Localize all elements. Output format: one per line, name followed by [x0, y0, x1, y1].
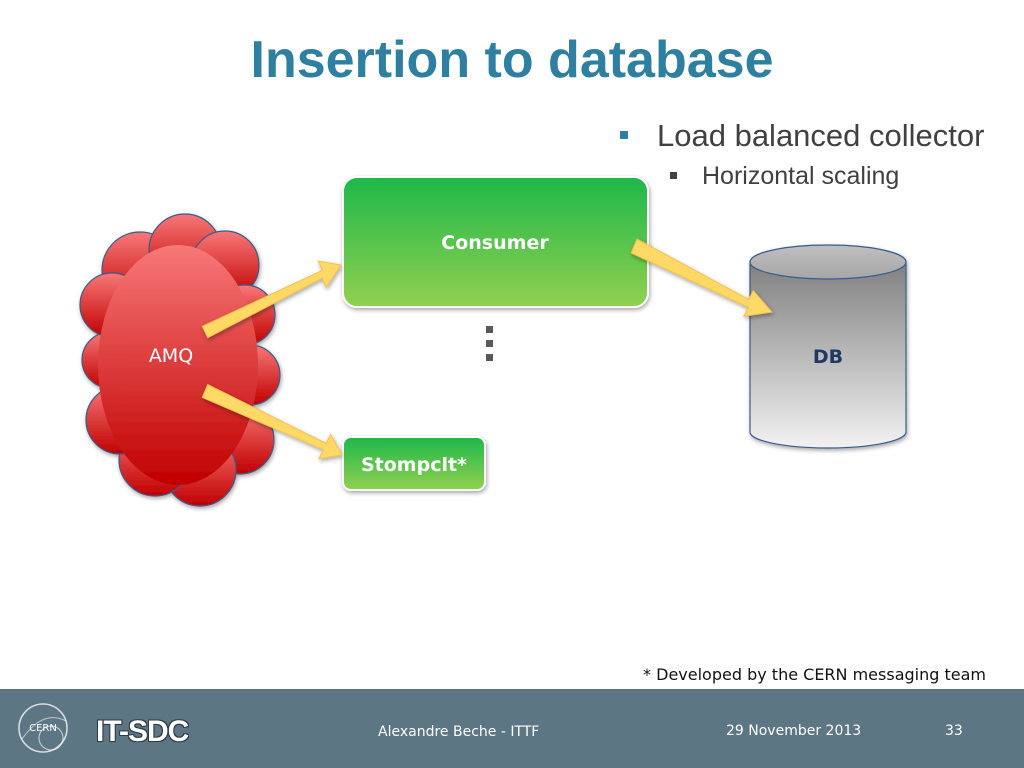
arrow-consumer-to-db [630, 238, 773, 317]
slide-footer: CERN IT-SDC Alexandre Beche - ITTF 29 No… [0, 689, 1024, 768]
consumer-label: Consumer [441, 232, 549, 254]
db-label: DB [813, 346, 843, 368]
stompclt-box [342, 436, 486, 491]
page-number: 33 [945, 723, 963, 739]
bullet-level1: Load balanced collector [620, 118, 984, 154]
cern-logo-icon: CERN [18, 703, 68, 753]
architecture-diagram: AMQ Consumer Stompclt* DB [79, 176, 907, 507]
bullet-level2: Horizontal scaling [670, 162, 984, 191]
footer-author: Alexandre Beche - ITTF [378, 724, 540, 740]
bullet-list: Load balanced collector Horizontal scali… [620, 118, 984, 191]
consumer-box [342, 176, 649, 308]
brand-label: IT-SDC [96, 715, 189, 748]
stompclt-label: Stompclt* [361, 454, 467, 476]
square-bullet-icon [670, 172, 677, 179]
cern-logo-text: CERN [29, 723, 57, 734]
slide-title: Insertion to database [250, 31, 774, 89]
vertical-ellipsis-icon [486, 326, 493, 361]
amq-label: AMQ [149, 345, 193, 367]
bullet-level2-text: Horizontal scaling [702, 162, 900, 190]
arrow-amq-to-stompclt [201, 383, 343, 460]
footnote: * Developed by the CERN messaging team [643, 665, 986, 684]
footer-date: 29 November 2013 [726, 723, 862, 739]
bullet-level1-text: Load balanced collector [657, 118, 985, 153]
arrow-amq-to-consumer [201, 260, 342, 339]
db-cylinder [749, 244, 907, 449]
amq-cloud [79, 213, 281, 507]
square-bullet-icon [620, 131, 628, 139]
